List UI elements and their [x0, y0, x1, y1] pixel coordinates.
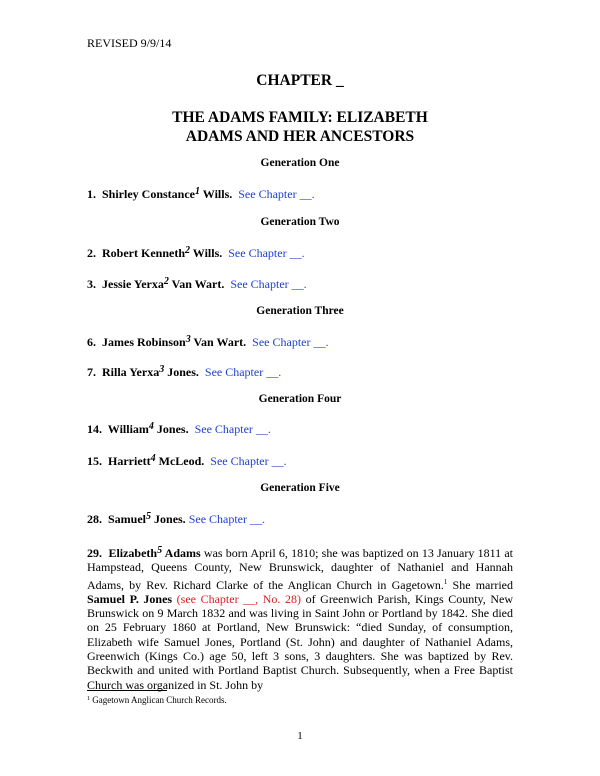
entry-number: 14: [87, 422, 99, 436]
entry-generation: 2: [185, 245, 190, 256]
footnote-mark: 1: [87, 696, 90, 702]
entry-generation: 3: [185, 334, 191, 345]
entry-2: 2. Robert Kenneth2 Wills. See Chapter __…: [87, 245, 305, 260]
entry-generation: 4: [150, 453, 156, 464]
spouse-name: Samuel P. Jones: [87, 591, 173, 606]
generation-heading-four: Generation Four: [258, 393, 342, 405]
title-line-1: THE ADAMS FAMILY: ELIZABETH: [172, 109, 428, 126]
see-chapter-link[interactable]: See Chapter __.: [228, 246, 305, 260]
entry-given-name: Elizabeth: [108, 546, 158, 560]
entry-14: 14. William4 Jones. See Chapter __.: [87, 421, 271, 436]
entry-given-name: Harriett: [108, 454, 151, 468]
entry-given-name: Jessie Yerxa: [102, 277, 164, 291]
footnote-reference[interactable]: 1: [443, 577, 448, 586]
generation-heading-five: Generation Five: [260, 482, 340, 494]
see-chapter-link[interactable]: See Chapter __.: [238, 187, 315, 201]
entry-number: 6: [87, 335, 93, 349]
entry-number: 29.: [87, 546, 102, 560]
entry-surname: Jones.: [164, 365, 199, 379]
entry-number: 1.: [87, 187, 96, 201]
entry-given-name: William: [107, 422, 149, 436]
entry-given-name: Samuel: [108, 512, 147, 526]
see-chapter-link[interactable]: See Chapter __.: [230, 277, 307, 291]
entry-surname: Adams: [164, 546, 201, 560]
generation-heading-three: Generation Three: [256, 305, 344, 317]
entry-29-paragraph: 29. Elizabeth5 Adams was born April 6, 1…: [87, 544, 513, 692]
entry-surname: Wills.: [190, 246, 223, 260]
entry-given-name: Shirley Constance: [102, 187, 195, 201]
revision-note: REVISED 9/9/14: [87, 36, 172, 50]
entry-generation: 1: [195, 186, 200, 197]
entry-given-name: Rilla Yerxa: [102, 365, 160, 379]
entry-7: 7. Rilla Yerxa3 Jones. See Chapter __.: [87, 364, 281, 380]
entry-28: 28. Samuel5 Jones. See Chapter __.: [87, 511, 265, 527]
generation-heading-two: Generation Two: [260, 216, 340, 228]
entry-15: 15. Harriett4 McLeod. See Chapter __.: [87, 453, 287, 468]
entry-given-name: James Robinson: [102, 335, 186, 349]
chapter-heading: CHAPTER _: [256, 72, 344, 89]
see-chapter-link[interactable]: See Chapter __.: [204, 365, 282, 379]
entry-number: 3: [87, 277, 93, 291]
entry-surname: Jones.: [151, 512, 186, 526]
entry-3: 3. Jessie Yerxa2 Van Wart. See Chapter _…: [87, 276, 307, 291]
entry-surname: Wills.: [200, 187, 233, 201]
entry-number: 28.: [87, 512, 102, 526]
chapter-title: THE ADAMS FAMILY: ELIZABETH ADAMS AND HE…: [0, 108, 600, 146]
footnote-text: Gagetown Anglican Church Records.: [90, 695, 227, 705]
footnote: 1 Gagetown Anglican Church Records.: [87, 695, 227, 705]
entry-generation: 3: [159, 364, 165, 375]
entry-generation: 2: [163, 276, 169, 287]
entry-surname: Van Wart.: [190, 335, 247, 349]
generation-heading-one: Generation One: [260, 157, 340, 169]
entry-surname: McLeod.: [155, 454, 205, 468]
entry-generation: 5: [146, 511, 152, 522]
see-chapter-link[interactable]: See Chapter __.: [210, 454, 287, 468]
entry-given-name: Robert Kenneth: [102, 246, 185, 260]
entry-generation: 4: [148, 421, 154, 432]
entry-surname: Van Wart.: [168, 277, 225, 291]
entry-number: 2: [87, 246, 93, 260]
title-line-2: ADAMS AND HER ANCESTORS: [185, 128, 415, 145]
paragraph-text: of Greenwich Parish, Kings County, New B…: [87, 591, 514, 692]
entry-surname: Jones.: [153, 422, 189, 436]
entry-generation: 5: [157, 545, 163, 556]
cross-reference-link[interactable]: (see Chapter __, No. 28): [176, 591, 301, 606]
paragraph-text: was born April 6, 1810; she was baptized…: [87, 546, 514, 592]
entry-1: 1. Shirley Constance1 Wills. See Chapter…: [87, 186, 315, 202]
see-chapter-link[interactable]: See Chapter __.: [188, 512, 265, 526]
see-chapter-link[interactable]: See Chapter __.: [252, 335, 329, 349]
paragraph-text: She married: [447, 577, 514, 592]
entry-number: 15: [87, 454, 99, 468]
entry-number: 7.: [87, 365, 96, 379]
page-number: 1: [297, 730, 303, 742]
footnote-separator: [87, 690, 167, 691]
entry-6: 6. James Robinson3 Van Wart. See Chapter…: [87, 334, 329, 349]
see-chapter-link[interactable]: See Chapter __.: [194, 422, 271, 436]
